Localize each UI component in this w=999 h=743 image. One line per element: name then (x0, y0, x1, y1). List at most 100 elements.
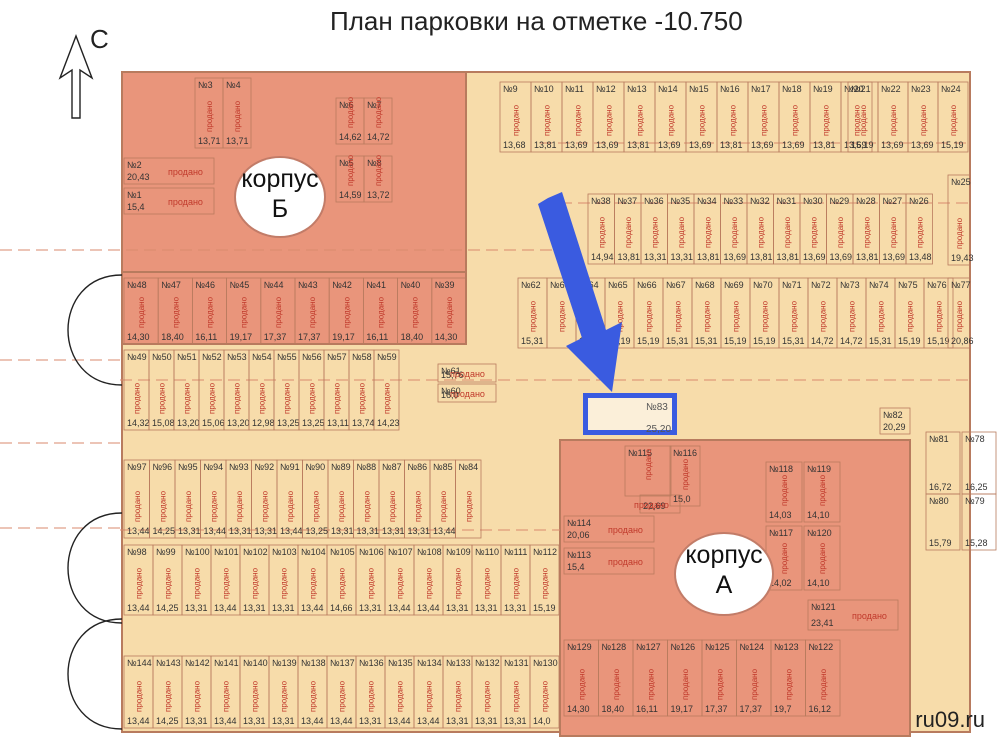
spot-sold-102: продано (251, 567, 260, 599)
spot-sold-65: продано (616, 300, 625, 332)
spot-area-114: 20,06 (567, 530, 590, 540)
spot-area-18: 13,69 (782, 140, 805, 150)
spot-sold-72: продано (819, 300, 828, 332)
spot-sold-91: продано (286, 490, 295, 522)
spot-number-136: №136 (359, 658, 384, 668)
spot-area-41: 16,11 (366, 332, 388, 342)
spot-sold-106: продано (367, 567, 376, 599)
spot-area-49: 14,32 (127, 418, 150, 428)
spot-area-29: 13,69 (830, 252, 853, 262)
spot-number-115: №115 (628, 448, 652, 458)
spot-number-140: №140 (243, 658, 268, 668)
spot-area-7: 14,72 (367, 132, 390, 142)
spot-area-105: 14,66 (330, 603, 353, 613)
spot-area-61: 15,76 (441, 370, 464, 380)
spot-sold-92: продано (260, 490, 269, 522)
spot-area-11: 13,69 (565, 140, 588, 150)
spot-cell-120 (803, 525, 841, 591)
spot-area-55: 13,25 (277, 418, 300, 428)
spot-sold-125: продано (715, 668, 724, 700)
spot-number-30: №30 (803, 196, 823, 206)
spot-area-128: 18,40 (602, 704, 625, 714)
spot-sold-119: продано (818, 474, 827, 506)
spot-sold-117: продано (780, 542, 789, 574)
spot-number-50: №50 (152, 352, 172, 362)
spot-area-123: 19,7 (774, 704, 792, 714)
spot-sold-128: продано (612, 668, 621, 700)
spot-sold-62: продано (529, 300, 538, 332)
spot-number-112: №112 (533, 547, 557, 557)
spot-area-24: 15,19 (941, 140, 964, 150)
spot-area-35: 13,31 (671, 252, 694, 262)
spot-sold-116: продано (681, 458, 690, 490)
spot-cell-26 (905, 193, 933, 265)
spot-sold-67: продано (674, 300, 683, 332)
spot-sold-53: продано (233, 382, 242, 414)
spot-sold-30: продано (809, 216, 818, 248)
spot-cell-84 (455, 459, 482, 539)
spot-area-92: 13,31 (255, 526, 278, 536)
spot-sold-49: продано (133, 382, 142, 414)
spot-cell-61 (437, 363, 497, 383)
spot-number-82: №82 (883, 410, 903, 420)
spot-sold-33: продано (730, 216, 739, 248)
spot-number-21: №21 (851, 84, 871, 94)
spot-number-107: №107 (388, 547, 413, 557)
spot-sold-2: продано (168, 167, 203, 177)
spot-sold-24: продано (949, 104, 958, 136)
spot-area-36: 13,31 (644, 252, 667, 262)
spot-area-10: 13,81 (534, 140, 557, 150)
spot-number-143: №143 (156, 658, 181, 668)
spot-number-55: №55 (277, 352, 297, 362)
spot-number-31: №31 (777, 196, 797, 206)
spot-sold-121: продано (852, 611, 887, 621)
spot-sold-6: продано (346, 96, 355, 128)
spot-sold-51: продано (183, 382, 192, 414)
spot-sold-32: продано (756, 216, 765, 248)
spot-number-46: №46 (195, 280, 215, 290)
spot-area-85: 13,44 (433, 526, 456, 536)
korpus-a-badge: корпус А (676, 534, 772, 614)
spot-area-134: 13,44 (417, 716, 440, 726)
spot-number-42: №42 (332, 280, 352, 290)
spot-number-57: №57 (327, 352, 347, 362)
spot-number-80: №80 (929, 496, 949, 506)
spot-sold-73: продано (848, 300, 857, 332)
spot-number-118: №118 (769, 464, 793, 474)
spot-sold-57: продано (333, 382, 342, 414)
spot-sold-63: продано (558, 300, 567, 332)
spot-number-15: №15 (689, 84, 709, 94)
spot-area-38: 14,94 (591, 252, 614, 262)
spot-number-74: №74 (869, 280, 889, 290)
spot-area-42: 19,17 (332, 332, 355, 342)
spot-area-99: 14,25 (156, 603, 179, 613)
spot-number-6: №6 (339, 100, 354, 110)
spot-cell-60 (437, 383, 497, 403)
spot-area-37: 13,81 (618, 252, 641, 262)
spot-area-112: 15,19 (533, 603, 556, 613)
spot-number-114: №114 (567, 518, 591, 528)
spot-area-136: 13,31 (359, 716, 382, 726)
spot-number-120: №120 (807, 528, 832, 538)
spot-number-35: №35 (671, 196, 691, 206)
spot-number-93: №93 (229, 462, 249, 472)
spot-area-143: 14,25 (156, 716, 179, 726)
highlighted-spot-number: №83 (646, 402, 668, 413)
spot-sold-135: продано (396, 680, 405, 712)
spot-number-12: №12 (596, 84, 616, 94)
spot-sold-94: продано (209, 490, 218, 522)
spot-number-40: №40 (401, 280, 421, 290)
spot-sold-105: продано (338, 567, 347, 599)
spot-number-61: №61 (441, 366, 461, 376)
highlighted-spot-83[interactable] (583, 393, 677, 435)
spot-area-2: 20,43 (127, 172, 150, 182)
spot-number-3: №3 (198, 80, 213, 90)
spot-number-43: №43 (298, 280, 318, 290)
spot-number-36: №36 (644, 196, 664, 206)
spot-sold-101: продано (222, 567, 231, 599)
spot-area-116: 15,0 (673, 494, 691, 504)
spot-area-103: 13,31 (272, 603, 295, 613)
spot-area-59: 14,23 (377, 418, 400, 428)
spot-sold-114: продано (608, 525, 643, 535)
spot-number-94: №94 (204, 462, 224, 472)
